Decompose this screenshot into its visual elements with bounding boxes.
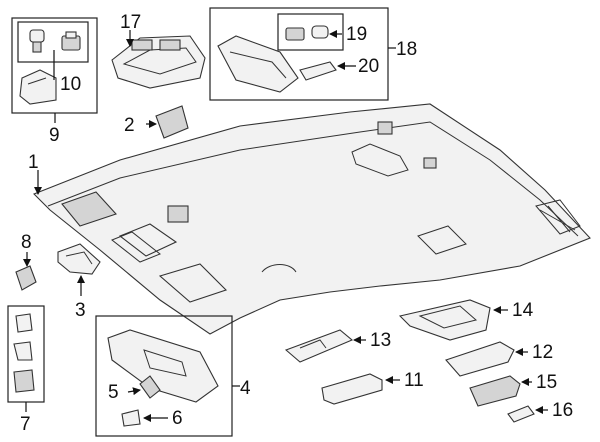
callout-16: 16 xyxy=(552,400,573,421)
callout-14: 14 xyxy=(512,300,534,321)
part-1-headliner: 1 xyxy=(28,103,591,335)
part-15-lamp: 15 xyxy=(469,372,557,407)
callout-5: 5 xyxy=(108,382,119,403)
socket-icon xyxy=(61,31,81,51)
part-18-group: 19 20 18 xyxy=(209,7,417,101)
callout-15: 15 xyxy=(536,372,557,393)
callout-4: 4 xyxy=(240,378,251,399)
callout-12: 12 xyxy=(532,342,553,363)
part-9-group: 10 9 xyxy=(11,17,98,146)
part-12-handle: 12 xyxy=(445,341,553,377)
part-16-bulb: 16 xyxy=(507,400,573,423)
callout-9: 9 xyxy=(49,125,60,146)
part-3-bracket: 3 xyxy=(57,243,101,321)
part-11-grab-handle: 11 xyxy=(321,370,424,405)
part-4-box xyxy=(95,315,233,437)
callout-7: 7 xyxy=(20,414,31,435)
bulb-icon xyxy=(29,29,45,53)
callout-1: 1 xyxy=(28,152,39,173)
callout-13: 13 xyxy=(370,330,391,351)
callout-6: 6 xyxy=(172,408,183,429)
part-17-dome-lamp: 17 xyxy=(111,12,206,89)
part-8-clip: 8 xyxy=(15,232,37,291)
callout-17: 17 xyxy=(120,12,141,33)
part-14-console: 14 xyxy=(398,299,534,341)
callout-8: 8 xyxy=(21,232,32,253)
callout-18: 18 xyxy=(396,39,417,60)
callout-3: 3 xyxy=(75,300,86,321)
callout-11: 11 xyxy=(404,370,424,391)
part-7-group: 7 xyxy=(7,305,45,435)
callout-2: 2 xyxy=(124,115,135,136)
callout-10: 10 xyxy=(60,74,81,95)
callout-20: 20 xyxy=(358,56,379,77)
part-10-subbox xyxy=(17,21,89,63)
part-2-trim: 2 xyxy=(124,105,189,139)
lamp-housing-icon xyxy=(19,69,57,105)
callout-19: 19 xyxy=(346,24,367,45)
part-19-subbox xyxy=(277,13,344,51)
part-4-group: 5 6 4 xyxy=(95,315,251,437)
part-13-bracket: 13 xyxy=(284,329,391,363)
part-18-box xyxy=(209,7,389,101)
